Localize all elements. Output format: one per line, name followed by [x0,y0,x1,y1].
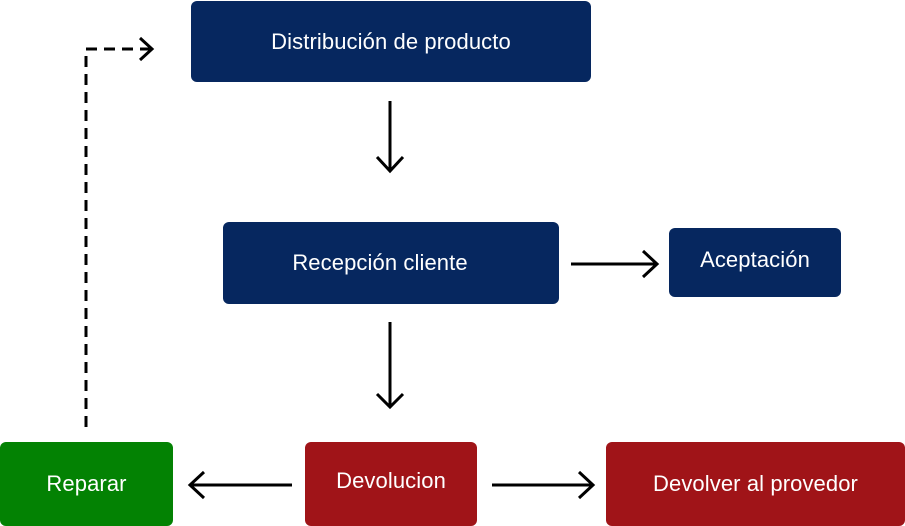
node-label: Distribución de producto [271,28,511,54]
arrow-devolucion-to-reparar [187,470,292,500]
node-label: Reparar [46,471,127,496]
arrow-reparar-to-distribucion-dashed [84,36,155,427]
arrow-recepcion-to-devolucion [375,322,405,410]
node-label: Aceptación [700,246,810,272]
node-recepcion-cliente: Recepción cliente [223,222,559,304]
node-distribucion-de-producto: Distribución de producto [191,1,591,82]
arrow-distribucion-to-recepcion [375,101,405,174]
node-devolver-al-provedor: Devolver al provedor [606,442,905,526]
node-devolucion: Devolucion [305,442,477,526]
node-label: Devolucion [336,468,446,493]
arrow-devolucion-to-devolver [492,470,596,500]
arrow-recepcion-to-aceptacion [571,249,660,279]
node-label: Devolver al provedor [653,471,858,496]
node-aceptacion: Aceptación [669,228,841,297]
node-label: Recepción cliente [292,250,468,275]
node-reparar: Reparar [0,442,173,526]
